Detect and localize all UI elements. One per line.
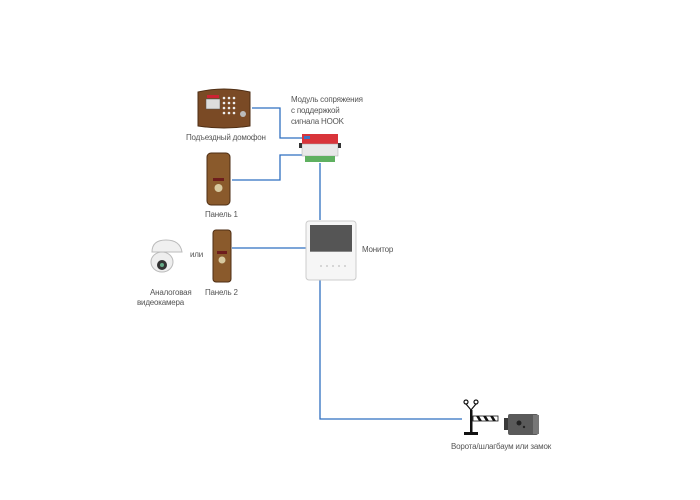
entrance-intercom-icon <box>197 88 251 129</box>
monitor-icon <box>305 220 357 281</box>
call-panel-2-icon <box>212 229 232 283</box>
entrance-intercom-label: Подъездный домофон <box>186 133 266 142</box>
module-label-line3: сигнала HOOK <box>291 117 344 126</box>
interface-module-icon <box>299 134 341 162</box>
camera-label-line1: Аналоговая <box>150 288 192 297</box>
camera-label-line2: видеокамера <box>137 298 185 307</box>
gate-label: Ворота/шлагбаум или замок <box>451 442 551 451</box>
panel1-label: Панель 1 <box>205 210 238 219</box>
barrier-gate-icon <box>463 399 499 435</box>
wire-intercom-module <box>252 107 302 139</box>
panel2-label: Панель 2 <box>205 288 238 297</box>
wire-panel1-module <box>232 154 302 181</box>
monitor-label: Монитор <box>362 245 394 254</box>
wires <box>232 107 462 420</box>
or-label: или <box>190 250 204 259</box>
analog-camera-icon <box>150 239 183 273</box>
call-panel-1-icon <box>206 152 231 206</box>
module-label-line1: Модуль сопряжения <box>291 95 363 104</box>
module-label-line2: с поддержкой <box>291 106 340 115</box>
lock-icon <box>504 414 539 435</box>
wire-monitor-gate <box>319 280 462 420</box>
